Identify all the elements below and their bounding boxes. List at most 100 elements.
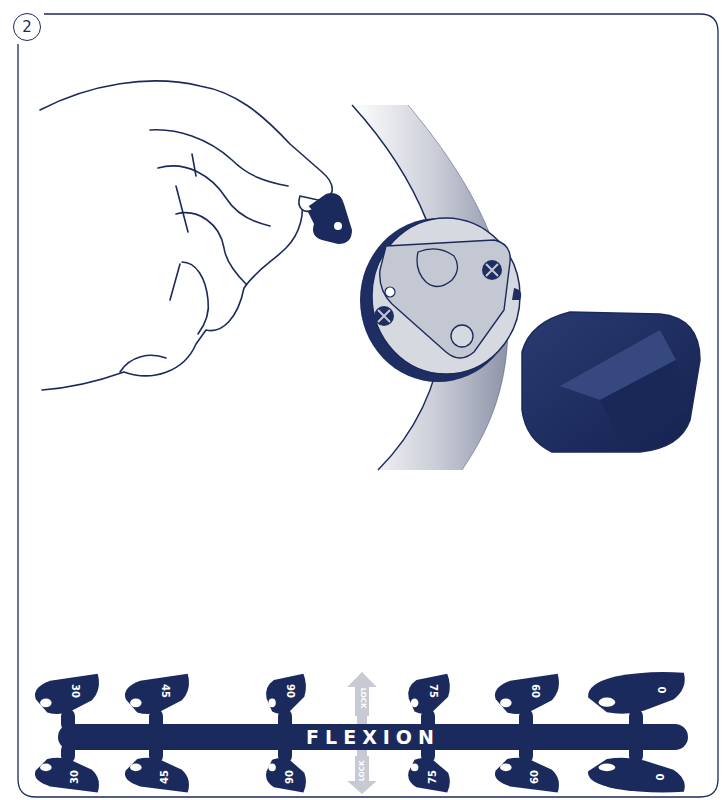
screw — [374, 306, 394, 326]
bar-label: FLEXION — [306, 728, 440, 747]
fingertip — [299, 196, 312, 211]
lock-label: LOCK — [359, 688, 366, 709]
shape-group — [408, 758, 450, 793]
stop-shape — [490, 756, 562, 794]
stop-stub — [629, 750, 643, 756]
flexion-stop: 90 — [262, 672, 308, 716]
angle-number: 90 — [285, 684, 295, 698]
angle-number: 60 — [530, 770, 540, 784]
finger-line — [150, 130, 288, 186]
stop-hole — [40, 764, 52, 772]
stop-shape — [30, 672, 102, 716]
stop-hole — [268, 698, 275, 707]
stop-hole — [500, 764, 512, 772]
stop-hole — [130, 764, 142, 772]
stop-hole — [500, 698, 512, 707]
angle-number: 75 — [428, 684, 438, 698]
hinge-slot — [417, 249, 458, 287]
cap-body — [522, 312, 700, 452]
stop-stub — [519, 750, 533, 756]
shape-group — [495, 758, 559, 793]
hand — [40, 81, 332, 390]
hinge — [360, 218, 521, 382]
stop-stub — [421, 750, 435, 756]
stop-wedge — [35, 674, 99, 714]
knuckle-line — [170, 154, 196, 300]
lock-arrow — [347, 756, 376, 794]
stop-shape — [584, 756, 688, 794]
hand-outline — [40, 81, 332, 390]
stop-stub — [61, 750, 75, 756]
stop-shape — [490, 672, 562, 716]
stop-shape — [30, 756, 102, 794]
hinge-hole — [451, 325, 473, 347]
stop-wedge — [495, 758, 559, 793]
screw-slot — [486, 264, 498, 276]
stop-shape — [584, 670, 688, 716]
shape-group — [35, 674, 99, 714]
stop-wedge — [495, 674, 559, 714]
shape-group — [125, 674, 189, 714]
stop-shape — [120, 672, 192, 716]
shape-group — [125, 758, 189, 793]
hinge-cap — [522, 312, 700, 452]
hinge-hole — [385, 287, 395, 297]
angle-number: 0 — [656, 687, 666, 694]
flexion-stop: 90 — [262, 756, 308, 794]
shape-group — [408, 674, 450, 714]
stop-hole — [411, 764, 419, 772]
hinge-plate — [372, 218, 520, 374]
angle-number: 90 — [285, 770, 295, 784]
angle-number: 75 — [428, 770, 438, 784]
shape-group — [35, 758, 99, 793]
lock-stop: LOCK — [346, 672, 378, 716]
stop-hole — [268, 764, 275, 772]
stop-stub — [519, 716, 533, 724]
hinge-notch — [512, 288, 521, 300]
held-stop-hole — [334, 222, 342, 230]
stop-stub — [421, 716, 435, 724]
stop-hole — [130, 698, 142, 707]
step-number-circle: 2 — [13, 13, 41, 41]
stop-hole — [40, 698, 52, 707]
angle-number: 30 — [70, 770, 80, 784]
thumb-line — [120, 355, 166, 372]
stop-hole — [411, 698, 419, 707]
flexion-stop: 60 — [490, 672, 562, 716]
stop-hole — [599, 764, 616, 772]
screw — [482, 260, 502, 280]
shape-group — [266, 674, 306, 714]
shape-group — [588, 758, 685, 793]
cap-facet — [600, 360, 688, 440]
stop-stub — [629, 716, 643, 724]
stop-stub — [149, 750, 163, 756]
stop-wedge — [588, 758, 685, 793]
stop-stub — [61, 716, 75, 724]
finger-line — [158, 166, 270, 226]
held-stop — [299, 193, 352, 244]
shape-group — [266, 758, 306, 793]
panel-border — [18, 14, 718, 797]
flexion-stop: 60 — [490, 756, 562, 794]
step-number: 2 — [22, 20, 32, 35]
lock-arrow — [347, 672, 376, 716]
finger-line — [182, 262, 208, 334]
stop-wedge — [588, 672, 685, 714]
hinge-inner-plate — [380, 240, 510, 358]
sprue-bar: FLEXION — [58, 724, 688, 750]
stop-wedge — [266, 674, 306, 714]
stop-stub — [149, 716, 163, 724]
flexion-stop: 0 — [584, 756, 688, 794]
lock-label: LOCK — [359, 761, 366, 782]
angle-number: 45 — [160, 684, 170, 698]
shape-group — [347, 672, 376, 716]
stop-wedge — [125, 758, 189, 793]
shape-group — [347, 756, 376, 794]
flexion-stop: 45 — [120, 672, 192, 716]
stop-wedge — [408, 674, 450, 714]
stop-stub — [278, 750, 292, 756]
stop-stub — [357, 750, 367, 756]
stop-stub — [278, 716, 292, 724]
stop-wedge — [266, 758, 306, 793]
held-stop-body — [306, 193, 352, 244]
